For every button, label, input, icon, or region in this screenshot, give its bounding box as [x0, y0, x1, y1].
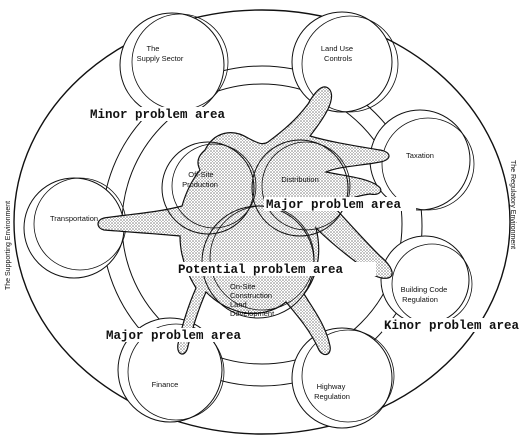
circle-taxation [369, 109, 475, 211]
shaded-problem-region [97, 86, 393, 356]
outer-boundary-ellipse [13, 9, 511, 435]
minor-problem-label-right: Kinor problem area [384, 319, 520, 333]
minor-problem-label-top: Minor problem area [90, 108, 226, 122]
taxation-label: Taxation [406, 151, 434, 160]
supply-sector-label: The Supply Sector [137, 44, 184, 63]
major-problem-label-right: Major problem area [266, 198, 402, 212]
circle-highway [291, 327, 395, 429]
supporting-environment-label: The Supporting Environment [5, 201, 12, 290]
land-use-label: Land Use Controls [321, 44, 355, 63]
highway-label: Highway Regulation [314, 382, 350, 401]
circle-supply-sector [119, 12, 229, 118]
regulatory-environment-label: The Regulatory Environment [509, 160, 516, 249]
circle-building-code [380, 235, 473, 325]
circle-finance [117, 317, 225, 423]
off-site-label: Off-Site Production [182, 170, 218, 189]
distribution-label: Distribution [281, 175, 319, 184]
transportation-label: Transportation [50, 214, 98, 223]
building-code-label: Building Code Regulation [401, 285, 450, 304]
finance-label: Finance [152, 380, 179, 389]
potential-problem-label: Potential problem area [178, 263, 344, 277]
circle-land-use [291, 11, 399, 113]
on-site-label: On-Site Construction Land Development [230, 282, 275, 318]
major-problem-label-bottom: Major problem area [106, 329, 242, 343]
